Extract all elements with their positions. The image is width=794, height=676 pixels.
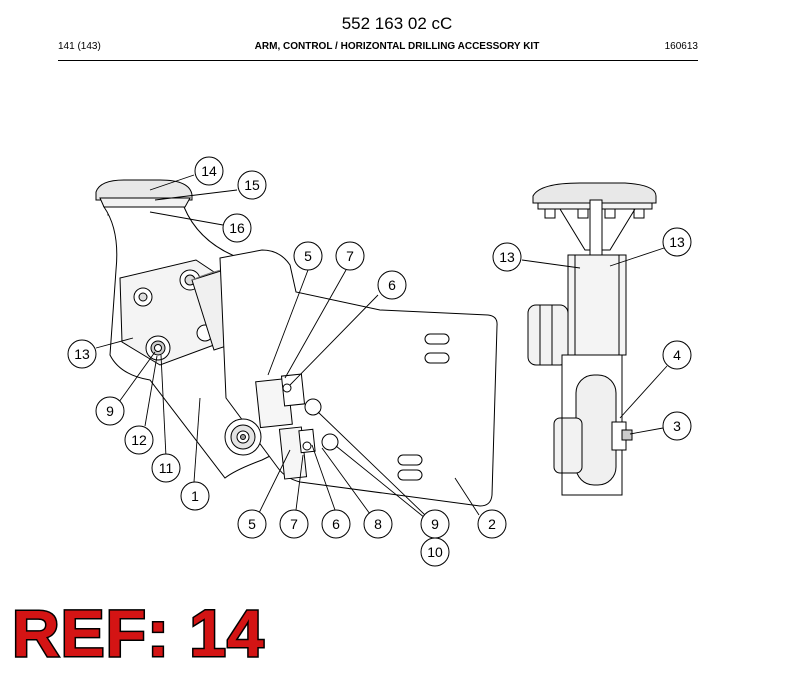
callout-6-bottom: 6	[321, 509, 351, 539]
callout-bubbles: 14 15 16 5 7 6 13 9 12 11 1 5 7 6 8 9 10…	[67, 156, 692, 567]
svg-text:3: 3	[673, 418, 681, 434]
svg-text:15: 15	[244, 177, 260, 193]
callout-14: 14	[194, 156, 224, 186]
callout-13-right-b: 13	[662, 227, 692, 257]
callout-13-right-a: 13	[492, 242, 522, 272]
page-reference: 141 (143)	[58, 41, 101, 52]
document-number: 552 163 02 cC	[341, 14, 453, 33]
svg-text:2: 2	[488, 516, 496, 532]
callout-10: 10	[420, 537, 450, 567]
svg-text:13: 13	[499, 249, 515, 265]
page-title: ARM, CONTROL / HORIZONTAL DRILLING ACCES…	[254, 41, 540, 52]
callout-13-left: 13	[67, 339, 97, 369]
svg-text:16: 16	[229, 220, 245, 236]
callout-2: 2	[477, 509, 507, 539]
svg-text:11: 11	[159, 460, 174, 476]
svg-text:9: 9	[431, 516, 439, 532]
svg-text:6: 6	[388, 277, 396, 293]
svg-text:9: 9	[106, 403, 114, 419]
callout-6-top: 6	[377, 270, 407, 300]
ref-stamp: REF: 14	[11, 596, 266, 670]
svg-text:7: 7	[290, 516, 298, 532]
svg-text:8: 8	[374, 516, 382, 532]
svg-text:10: 10	[427, 544, 443, 560]
svg-text:4: 4	[673, 347, 681, 363]
callout-1: 1	[180, 481, 210, 511]
callout-8: 8	[363, 509, 393, 539]
svg-text:12: 12	[131, 432, 147, 448]
callout-16: 16	[222, 213, 252, 243]
svg-text:7: 7	[346, 248, 354, 264]
callout-15: 15	[237, 170, 267, 200]
callout-12: 12	[124, 425, 154, 455]
right-assembly-view	[527, 182, 657, 496]
callout-9-left: 9	[95, 396, 125, 426]
callout-5-bottom: 5	[237, 509, 267, 539]
svg-text:5: 5	[304, 248, 312, 264]
callout-5-top: 5	[293, 241, 323, 271]
left-assembly-view	[95, 179, 498, 507]
svg-text:14: 14	[201, 163, 217, 179]
svg-text:5: 5	[248, 516, 256, 532]
svg-text:1: 1	[191, 488, 199, 504]
callout-leaders	[95, 174, 668, 519]
callout-3: 3	[662, 411, 692, 441]
header-rule	[58, 60, 698, 61]
date-code: 160613	[664, 41, 698, 52]
svg-text:13: 13	[74, 346, 90, 362]
svg-text:6: 6	[332, 516, 340, 532]
callout-11: 11	[151, 453, 181, 483]
callout-4: 4	[662, 340, 692, 370]
callout-9-bottom: 9	[420, 509, 450, 539]
callout-7-top: 7	[335, 241, 365, 271]
callout-7-bottom: 7	[279, 509, 309, 539]
svg-text:13: 13	[669, 234, 685, 250]
